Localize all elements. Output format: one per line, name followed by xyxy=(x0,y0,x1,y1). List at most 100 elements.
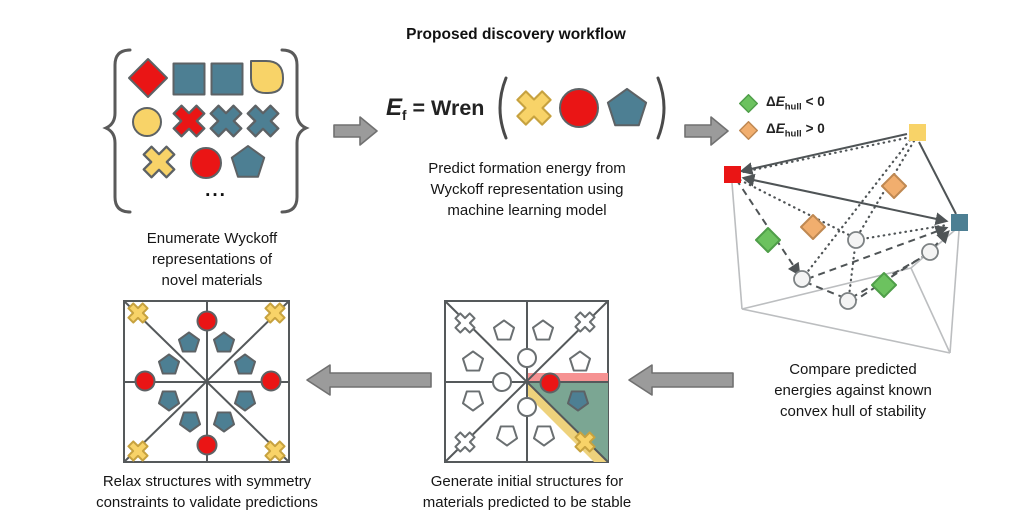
hull-dotted-edges xyxy=(738,135,949,298)
teal-pentagon-icon xyxy=(157,390,181,412)
yellow-x-icon xyxy=(259,435,291,465)
E-symbol: E xyxy=(775,120,785,136)
convex-hull-diagram xyxy=(724,124,968,354)
relaxed-structure-diagram xyxy=(122,299,291,465)
wyckoff-shapes xyxy=(128,58,287,186)
wyckoff-set-diagram xyxy=(102,48,310,214)
arrow-left-icon xyxy=(306,364,432,396)
relation: > 0 xyxy=(805,120,825,136)
teal-pentagon-icon xyxy=(212,411,236,433)
formula-shapes xyxy=(511,83,648,133)
orange-diamond-icon xyxy=(881,173,907,199)
hull-known-phases xyxy=(793,231,939,310)
red-circle-icon xyxy=(260,370,282,392)
white-pentagon-icon xyxy=(568,350,592,372)
hull-legend: ΔEhull< 0 ΔEhull> 0 xyxy=(739,92,825,146)
teal-x-icon xyxy=(239,97,287,145)
generate-caption: Generate initial structures for material… xyxy=(377,471,677,513)
caption-line: Predict formation energy from xyxy=(428,160,626,177)
white-pentagon-icon xyxy=(531,319,555,341)
hull-vertex-circle xyxy=(839,292,857,310)
red-diamond-icon xyxy=(128,58,168,98)
red-circle-icon xyxy=(190,147,222,179)
left-brace xyxy=(102,48,132,214)
white-x-icon xyxy=(449,307,481,339)
formula-rhs: = Wren xyxy=(412,95,485,120)
wyckoff-sites xyxy=(449,306,601,458)
white-x-icon xyxy=(569,306,601,338)
legend-label: ΔEhull> 0 xyxy=(766,121,825,140)
predict-caption: Predict formation energy from Wyckoff re… xyxy=(397,158,657,221)
caption-line: Compare predicted xyxy=(789,361,917,378)
orange-diamond-icon xyxy=(800,214,826,240)
arrow-right-icon xyxy=(333,116,378,146)
yellow-square-icon xyxy=(909,124,926,141)
set-ellipsis: ... xyxy=(205,180,227,201)
yellow-x-icon xyxy=(135,138,183,186)
formula-E: E xyxy=(386,94,403,121)
caption-line: constraints to validate predictions xyxy=(96,494,318,511)
teal-square-icon xyxy=(172,62,206,96)
caption-line: convex hull of stability xyxy=(780,403,926,420)
hull-corner-elements xyxy=(724,124,968,231)
teal-pentagon-icon xyxy=(230,145,266,178)
yellow-x-icon xyxy=(122,435,154,465)
yellow-circle-icon xyxy=(132,107,162,137)
caption-line: Generate initial structures for xyxy=(430,473,624,490)
green-diamond-icon xyxy=(755,227,781,253)
teal-x-icon xyxy=(202,97,250,145)
caption-line: representations of xyxy=(151,251,273,268)
caption-line: Wyckoff representation using xyxy=(430,181,624,198)
white-pentagon-icon xyxy=(492,319,516,341)
red-x-icon xyxy=(165,97,213,145)
teal-pentagon-icon xyxy=(157,353,181,375)
teal-pentagon-icon xyxy=(233,353,257,375)
hull-wireframe xyxy=(731,182,960,354)
teal-square-icon xyxy=(210,62,244,96)
caption-line: energies against known xyxy=(774,382,932,399)
pink-band xyxy=(527,373,608,381)
hull-caption: Compare predicted energies against known… xyxy=(733,359,973,422)
red-circle-icon xyxy=(196,310,218,332)
delta: Δ xyxy=(766,93,776,109)
hull-vertex-circle xyxy=(793,270,811,288)
arrow-left-icon xyxy=(628,364,734,396)
hull-vertex-circle xyxy=(921,243,939,261)
caption-line: novel materials xyxy=(161,272,263,289)
delta: Δ xyxy=(766,120,776,136)
right-brace xyxy=(280,48,310,214)
teal-pentagon-icon xyxy=(212,331,236,353)
caption-line: Enumerate Wyckoff xyxy=(146,230,278,247)
teal-pentagon-icon xyxy=(177,331,201,353)
white-pentagon-icon xyxy=(532,425,556,447)
white-pentagon-icon xyxy=(461,350,485,372)
hull-vertex-circle xyxy=(847,231,865,249)
open-paren-icon xyxy=(498,76,508,140)
hull-subscript: hull xyxy=(784,101,802,113)
hull-subscript: hull xyxy=(784,128,802,140)
caption-line: machine learning model xyxy=(447,202,607,219)
white-pentagon-icon xyxy=(461,390,485,412)
red-circle-icon xyxy=(539,372,561,394)
red-circle-icon xyxy=(559,88,600,128)
teal-pentagon-icon xyxy=(233,390,257,412)
white-circle-icon xyxy=(517,348,537,368)
red-circle-icon xyxy=(134,370,156,392)
E-symbol: E xyxy=(775,93,785,109)
enumerate-caption: Enumerate Wyckoff representations of nov… xyxy=(87,228,337,291)
caption-line: Relax structures with symmetry xyxy=(102,473,312,490)
figure-title: Proposed discovery workflow xyxy=(406,26,626,43)
teal-pentagon-icon xyxy=(178,411,202,433)
relax-caption: Relax structures with symmetry constrain… xyxy=(57,471,357,513)
red-square-icon xyxy=(724,166,741,183)
legend-row-unstable: ΔEhull> 0 xyxy=(739,119,825,141)
relaxed-sites xyxy=(122,299,291,465)
teal-square-icon xyxy=(951,214,968,231)
white-circle-icon xyxy=(517,397,537,417)
caption-line: materials predicted to be stable xyxy=(422,494,632,511)
teal-pentagon-icon xyxy=(607,87,648,127)
yellow-x-icon xyxy=(511,83,561,133)
hull-solid-edges xyxy=(739,133,957,226)
